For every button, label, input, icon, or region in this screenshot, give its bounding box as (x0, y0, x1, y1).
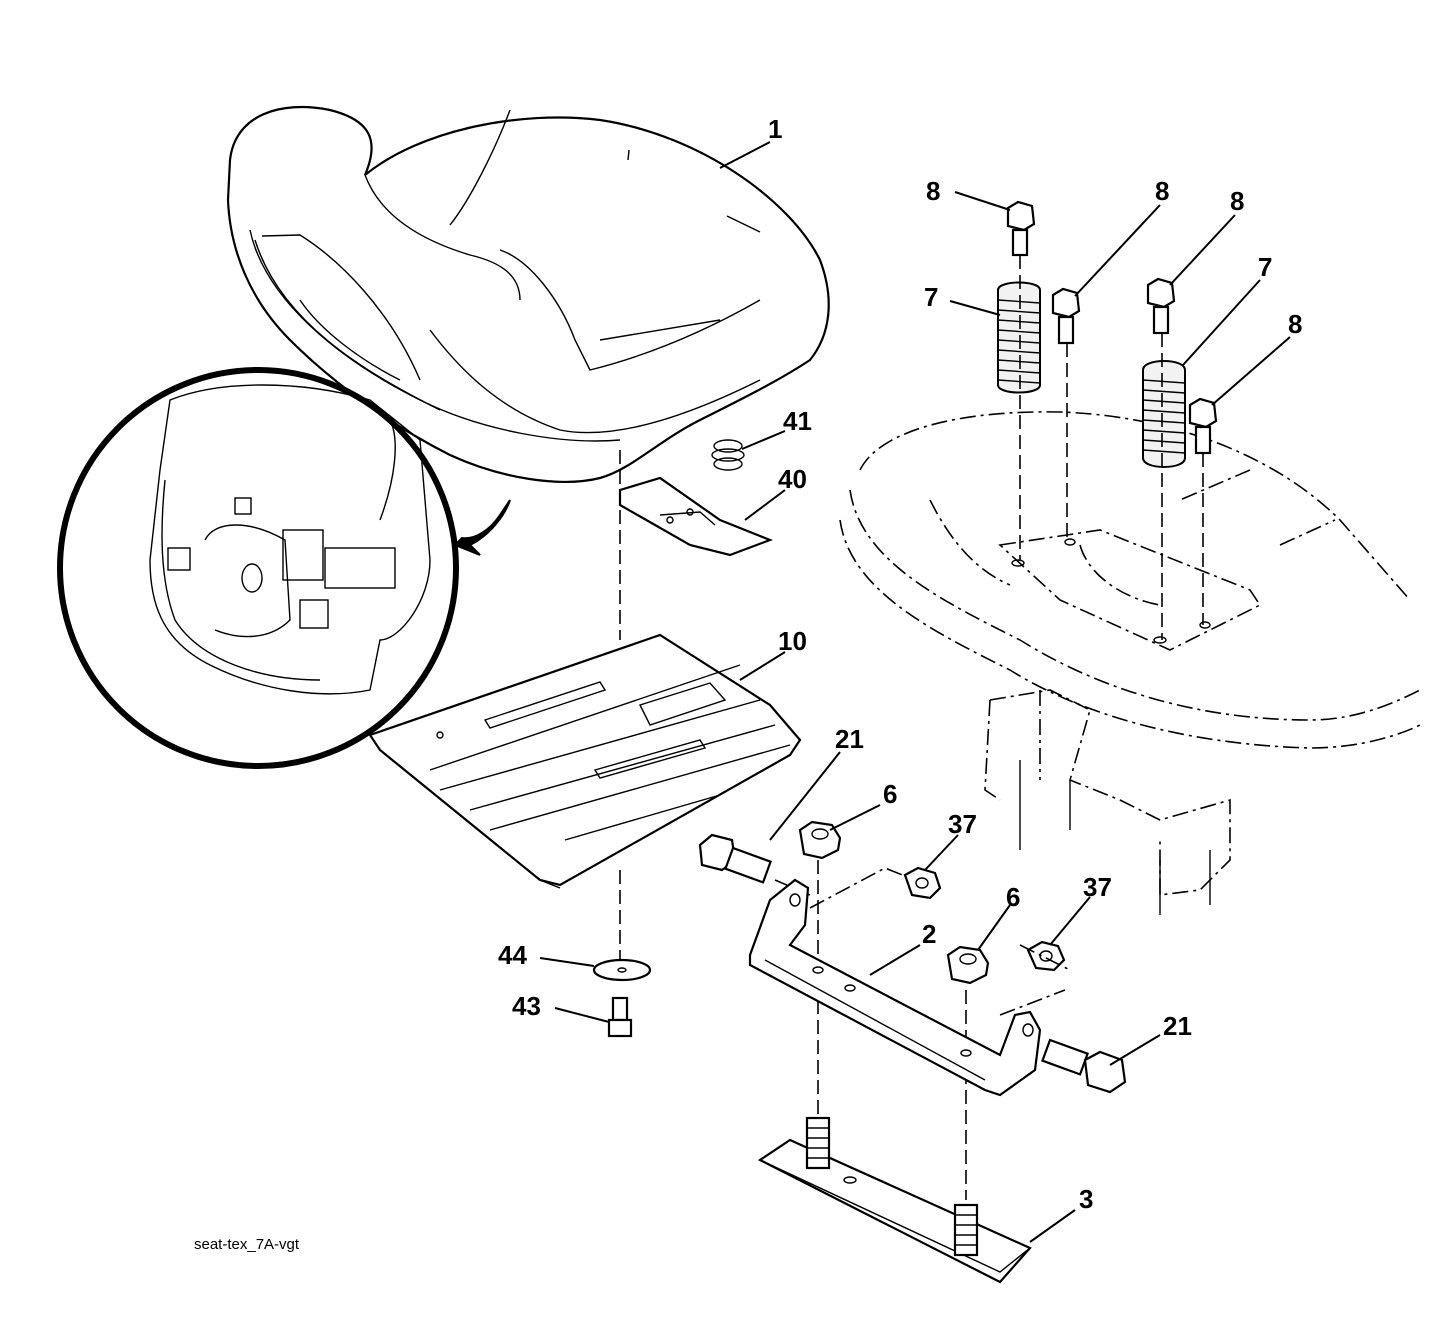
bottom-plate (757, 1116, 1032, 1284)
diagram-caption: seat-tex_7A-vgt (194, 1236, 300, 1253)
washer (592, 958, 652, 982)
bolt-8-b (1051, 287, 1081, 540)
small-spring (711, 439, 745, 471)
bolt-8-d (1188, 397, 1218, 625)
callout-21b: 21 (1163, 1011, 1192, 1041)
detail-inset (57, 367, 511, 769)
callout-43: 43 (512, 991, 541, 1021)
shoulder-bolt-left (698, 833, 811, 896)
callout-7b: 7 (1258, 252, 1272, 282)
spring-left (997, 281, 1041, 394)
callout-7a: 7 (924, 282, 938, 312)
chassis-holes (1011, 538, 1211, 644)
callout-44: 44 (498, 940, 527, 970)
seat-bracket (748, 878, 1042, 1097)
bolt-8-a (1006, 200, 1036, 560)
shoulder-bolt-right (1041, 1038, 1127, 1094)
callout-8b: 8 (1155, 176, 1169, 206)
callout-1: 1 (768, 114, 782, 144)
lock-nut-6a (798, 820, 842, 860)
callout-10: 10 (778, 626, 807, 656)
small-bolt (607, 996, 633, 1038)
callout-8a: 8 (926, 176, 940, 206)
callout-6b: 6 (1006, 882, 1020, 912)
nut-37a (903, 866, 942, 900)
callout-37a: 37 (948, 809, 977, 839)
seat-clip (618, 476, 774, 557)
callout-8c: 8 (1230, 186, 1244, 216)
callout-21a: 21 (835, 724, 864, 754)
spring-right (1142, 360, 1186, 468)
callout-37b: 37 (1083, 872, 1112, 902)
seat (226, 106, 830, 483)
callout-41: 41 (783, 406, 812, 436)
callout-3: 3 (1079, 1184, 1093, 1214)
callout-2: 2 (922, 919, 936, 949)
callout-labels: 1 8 8 8 8 7 7 41 40 10 21 6 37 6 37 2 21… (498, 114, 1302, 1214)
callout-6a: 6 (883, 779, 897, 809)
bolt-8-c (1146, 277, 1176, 640)
callout-40: 40 (778, 464, 807, 494)
seat-pan (368, 450, 802, 960)
chassis-frame (839, 411, 1421, 915)
leader-lines (539, 141, 1291, 1243)
lock-nut-6b (946, 945, 990, 985)
callout-8d: 8 (1288, 309, 1302, 339)
nut-37b (1026, 940, 1066, 972)
